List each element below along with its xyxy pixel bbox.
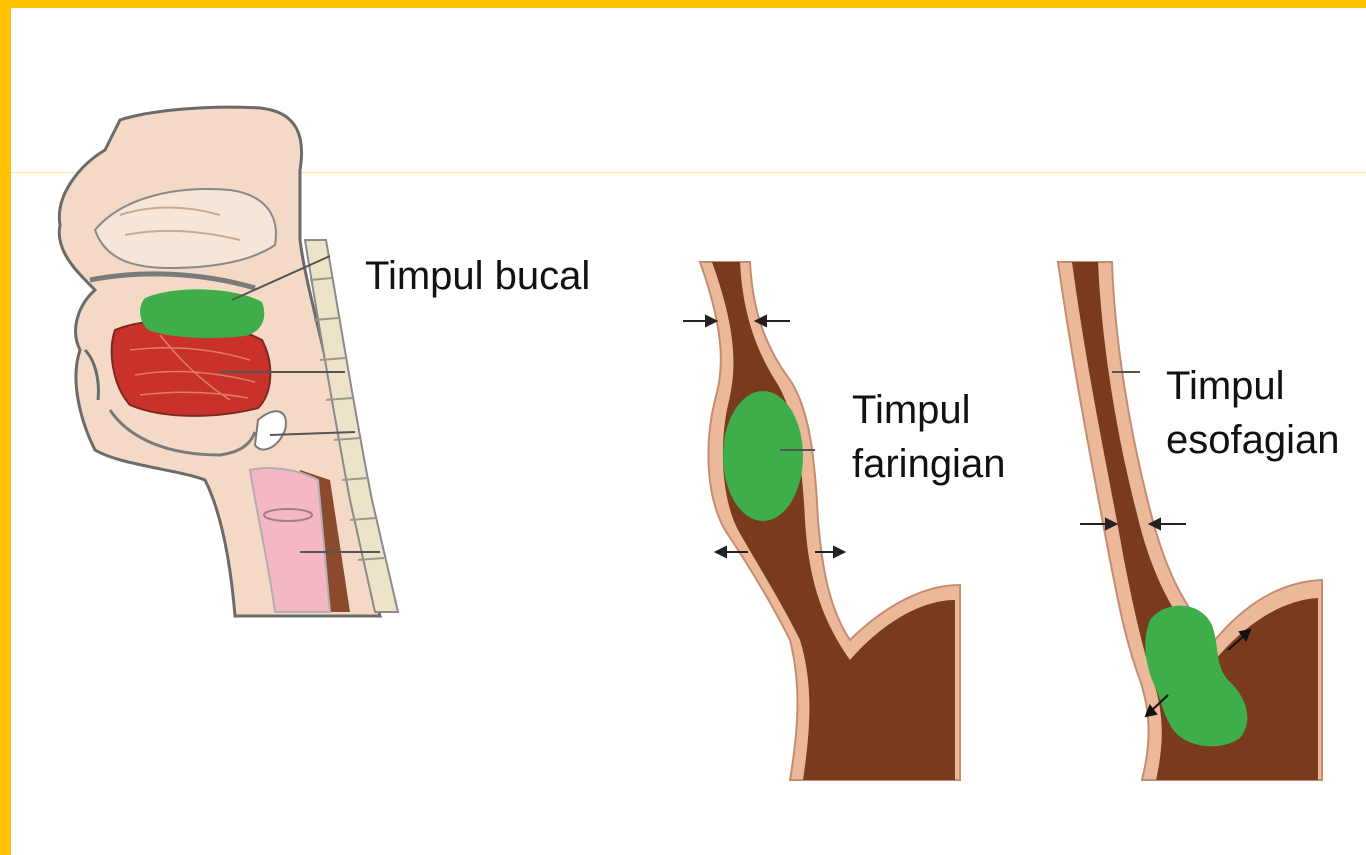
bolus-mouth — [140, 289, 264, 338]
pharyngeal-figure — [683, 262, 960, 780]
esophageal-figure — [1058, 262, 1322, 780]
head-section-figure — [59, 107, 398, 616]
label-timpul-faringian-line1: Timpul — [852, 386, 971, 434]
label-timpul-esofagian-line1: Timpul — [1166, 362, 1285, 410]
bolus-pharynx — [723, 391, 803, 521]
label-timpul-esofagian-line2: esofagian — [1166, 416, 1339, 464]
label-timpul-faringian-line2: faringian — [852, 440, 1005, 488]
label-timpul-bucal: Timpul bucal — [365, 252, 590, 300]
pharyngeal-lumen — [712, 262, 955, 780]
